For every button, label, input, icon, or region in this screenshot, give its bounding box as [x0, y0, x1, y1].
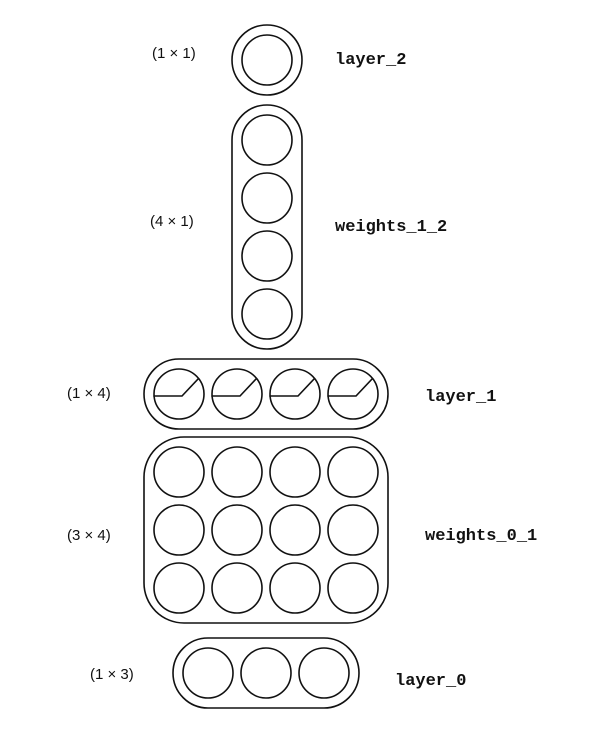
block-weights-1-2: (4 × 1) weights_1_2	[150, 104, 447, 350]
node-weights-0-1-r1-c1	[211, 504, 263, 556]
name-label-layer-1: layer_1	[425, 388, 496, 407]
nodes-layer-2	[241, 34, 293, 86]
dim-label-layer-1: (1 × 4)	[67, 385, 111, 402]
nodes-weights-1-2	[241, 114, 293, 340]
node-weights-0-1-r2-c0	[153, 562, 205, 614]
relu-icon	[327, 377, 374, 397]
node-layer-0-r0-c0	[182, 647, 234, 699]
block-weights-0-1: (3 × 4) weights_0_1	[67, 436, 537, 624]
block-layer-0: (1 × 3) layer_0	[90, 637, 466, 709]
relu-icon	[269, 377, 316, 397]
dim-label-weights-0-1: (3 × 4)	[67, 527, 111, 544]
node-weights-1-2-r2-c0	[241, 230, 293, 282]
node-weights-0-1-r0-c0	[153, 446, 205, 498]
node-weights-0-1-r2-c2	[269, 562, 321, 614]
nodes-weights-0-1	[153, 446, 379, 614]
container-layer-1	[143, 358, 389, 430]
container-weights-1-2	[231, 104, 303, 350]
block-layer-1: (1 × 4) layer_1	[67, 358, 496, 430]
node-weights-0-1-r0-c3	[327, 446, 379, 498]
node-weights-0-1-r0-c1	[211, 446, 263, 498]
container-weights-0-1	[143, 436, 389, 624]
relu-icon	[153, 377, 200, 397]
dim-label-weights-1-2: (4 × 1)	[150, 213, 194, 230]
dim-label-layer-0: (1 × 3)	[90, 666, 134, 683]
nodes-layer-0	[182, 647, 350, 699]
nodes-layer-1	[153, 368, 379, 420]
node-layer-1-r0-c0	[153, 368, 205, 420]
relu-icon	[211, 377, 258, 397]
name-label-weights-1-2: weights_1_2	[335, 218, 447, 237]
node-layer-1-r0-c1	[211, 368, 263, 420]
node-layer-1-r0-c3	[327, 368, 379, 420]
node-weights-1-2-r1-c0	[241, 172, 293, 224]
node-weights-0-1-r2-c3	[327, 562, 379, 614]
node-layer-0-r0-c1	[240, 647, 292, 699]
name-label-weights-0-1: weights_0_1	[425, 527, 537, 546]
node-weights-0-1-r1-c3	[327, 504, 379, 556]
block-layer-2: (1 × 1) layer_2	[152, 24, 406, 96]
node-weights-1-2-r0-c0	[241, 114, 293, 166]
name-label-layer-2: layer_2	[335, 51, 406, 70]
node-layer-0-r0-c2	[298, 647, 350, 699]
node-layer-2-r0-c0	[241, 34, 293, 86]
node-weights-1-2-r3-c0	[241, 288, 293, 340]
node-weights-0-1-r1-c0	[153, 504, 205, 556]
dim-label-layer-2: (1 × 1)	[152, 45, 196, 62]
node-weights-0-1-r1-c2	[269, 504, 321, 556]
node-layer-1-r0-c2	[269, 368, 321, 420]
name-label-layer-0: layer_0	[395, 672, 466, 691]
node-weights-0-1-r2-c1	[211, 562, 263, 614]
node-weights-0-1-r0-c2	[269, 446, 321, 498]
